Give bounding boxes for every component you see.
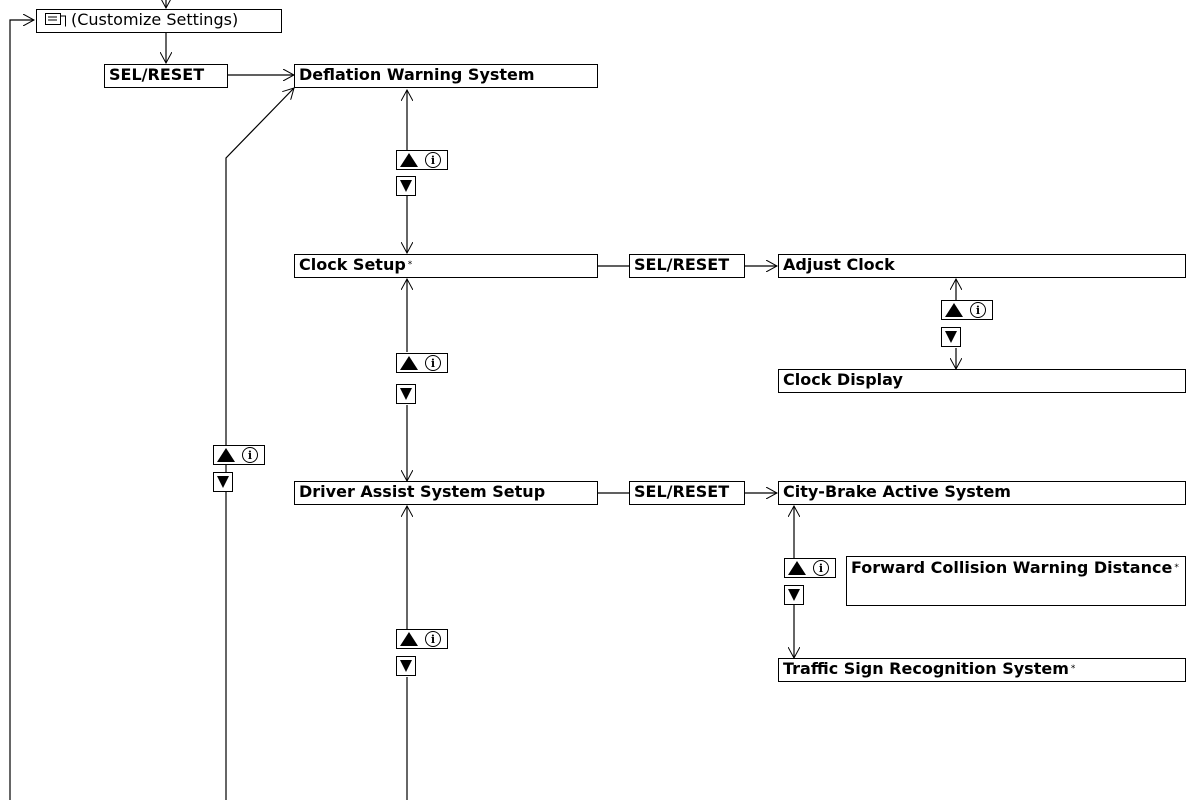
forward-collision-warning-distance-item[interactable]: Forward Collision Warning Distance* bbox=[846, 556, 1186, 606]
footnote-marker: * bbox=[1070, 664, 1076, 674]
down-triangle-icon[interactable] bbox=[941, 327, 961, 347]
clock-display-label: Clock Display bbox=[783, 370, 903, 389]
up-triangle-info-icon[interactable]: i bbox=[213, 445, 265, 465]
svg-text:i: i bbox=[431, 633, 435, 646]
forward-collision-warning-distance-label: Forward Collision Warning Distance bbox=[851, 558, 1173, 577]
sel-reset-label: SEL/RESET bbox=[109, 65, 205, 84]
svg-text:i: i bbox=[248, 449, 252, 462]
down-triangle-icon[interactable] bbox=[213, 472, 233, 492]
adjust-clock-item[interactable]: Adjust Clock bbox=[778, 254, 1186, 278]
city-brake-active-system-item[interactable]: City-Brake Active System bbox=[778, 481, 1186, 505]
up-triangle-info-icon[interactable]: i bbox=[941, 300, 993, 320]
driver-assist-system-setup-label: Driver Assist System Setup bbox=[299, 482, 546, 501]
up-triangle-info-icon[interactable]: i bbox=[396, 353, 448, 373]
svg-text:i: i bbox=[976, 304, 980, 317]
up-triangle-info-icon[interactable]: i bbox=[396, 629, 448, 649]
customize-settings-label: (Customize Settings) bbox=[71, 10, 239, 29]
traffic-sign-recognition-system-label: Traffic Sign Recognition System bbox=[783, 659, 1069, 678]
sel-reset-button-assist[interactable]: SEL/RESET bbox=[629, 481, 745, 505]
traffic-sign-recognition-system-item[interactable]: Traffic Sign Recognition System* bbox=[778, 658, 1186, 682]
sel-reset-label: SEL/RESET bbox=[634, 482, 730, 501]
clock-display-item[interactable]: Clock Display bbox=[778, 369, 1186, 393]
svg-text:i: i bbox=[431, 357, 435, 370]
customize-settings-box[interactable]: (Customize Settings) bbox=[36, 9, 282, 33]
adjust-clock-label: Adjust Clock bbox=[783, 255, 895, 274]
down-triangle-icon[interactable] bbox=[396, 176, 416, 196]
down-triangle-icon[interactable] bbox=[396, 384, 416, 404]
deflation-warning-system-label: Deflation Warning System bbox=[299, 65, 535, 84]
sel-reset-button-main[interactable]: SEL/RESET bbox=[104, 64, 228, 88]
sel-reset-label: SEL/RESET bbox=[634, 255, 730, 274]
down-triangle-icon[interactable] bbox=[396, 656, 416, 676]
up-triangle-info-icon[interactable]: i bbox=[784, 558, 836, 578]
menu-display-icon bbox=[45, 13, 67, 27]
driver-assist-system-setup-item[interactable]: Driver Assist System Setup bbox=[294, 481, 598, 505]
clock-setup-label: Clock Setup bbox=[299, 255, 406, 274]
footnote-marker: * bbox=[1174, 563, 1179, 573]
down-triangle-icon[interactable] bbox=[784, 585, 804, 605]
clock-setup-item[interactable]: Clock Setup* bbox=[294, 254, 598, 278]
up-triangle-info-icon[interactable]: i bbox=[396, 150, 448, 170]
svg-text:i: i bbox=[819, 562, 823, 575]
svg-text:i: i bbox=[431, 154, 435, 167]
city-brake-active-system-label: City-Brake Active System bbox=[783, 482, 1011, 501]
deflation-warning-system-item[interactable]: Deflation Warning System bbox=[294, 64, 598, 88]
footnote-marker: * bbox=[407, 260, 413, 270]
sel-reset-button-clock[interactable]: SEL/RESET bbox=[629, 254, 745, 278]
